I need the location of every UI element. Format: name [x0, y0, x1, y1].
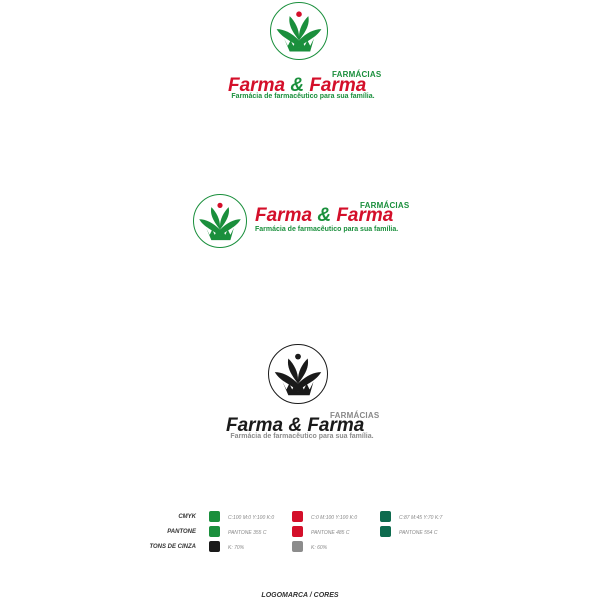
color-swatch [209, 511, 220, 522]
color-palette: CMYK C:100 M:0 Y:100 K:0 C:0 M:100 Y:100… [0, 510, 600, 555]
palette-row: TONS DE CINZA K: 70% K: 60% [0, 540, 600, 554]
color-swatch [292, 526, 303, 537]
swatch-label: K: 70% [228, 545, 245, 551]
logo-brand: FARMÁCIAS [360, 201, 410, 210]
swatch-label: PANTONE 554 C [399, 530, 438, 536]
row-label: PANTONE [167, 529, 196, 535]
swatch-label: C:87 M:45 Y:70 K:7 [399, 515, 443, 521]
logo-title: Farma & Farma [228, 75, 367, 96]
color-swatch [209, 541, 220, 552]
color-swatch [209, 526, 220, 537]
color-swatch [292, 511, 303, 522]
swatch-label: PANTONE 355 C [228, 530, 267, 536]
logo-title: Farma & Farma [255, 205, 394, 226]
row-label: TONS DE CINZA [149, 544, 196, 550]
color-swatch [380, 511, 391, 522]
swatch-label: K: 60% [311, 545, 328, 551]
swatch-label: C:100 M:0 Y:100 K:0 [228, 515, 275, 521]
emblem-circle [193, 194, 247, 248]
logo-title: Farma & Farma [226, 415, 365, 436]
logo-tagline: Farmácia de farmacêutico para sua famíli… [255, 226, 399, 233]
emblem-circle [268, 344, 328, 404]
logo-vertical-color: FARMÁCIAS Farma & Farma Farmácia de farm… [228, 0, 382, 105]
leaf-emblem-icon [271, 11, 327, 59]
logo-tagline: Farmácia de farmacêutico para sua famíli… [230, 433, 374, 440]
color-swatch [380, 526, 391, 537]
palette-row: PANTONE PANTONE 355 C PANTONE 485 C PANT… [0, 525, 600, 539]
emblem-circle [270, 2, 328, 60]
swatch-label: PANTONE 485 C [311, 530, 350, 536]
color-swatch [292, 541, 303, 552]
palette-row: CMYK C:100 M:0 Y:100 K:0 C:0 M:100 Y:100… [0, 510, 600, 524]
leaf-emblem-icon [194, 202, 246, 247]
logo-horizontal-color: FARMÁCIAS Farma & Farma Farmácia de farm… [193, 194, 413, 254]
leaf-emblem-icon [269, 353, 327, 403]
logo-tagline: Farmácia de farmacêutico para sua famíli… [231, 93, 375, 100]
logo-brand: FARMÁCIAS [330, 411, 380, 420]
page-footer: LOGOMARCA / CORES [261, 592, 339, 599]
logo-brand: FARMÁCIAS [332, 70, 382, 79]
swatch-label: C:0 M:100 Y:100 K:0 [311, 515, 358, 521]
logo-vertical-black: FARMÁCIAS Farma & Farma Farmácia de farm… [226, 340, 380, 445]
row-label: CMYK [178, 514, 196, 520]
